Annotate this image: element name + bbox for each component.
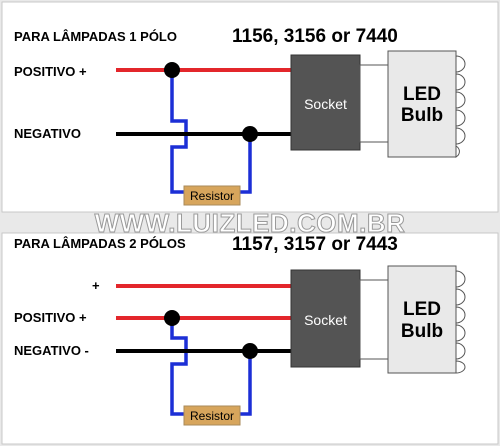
led-nub (455, 324, 466, 342)
panel-bottom-codes: 1157, 3157 or 7443 (232, 234, 398, 255)
socket-label: Socket (304, 312, 347, 328)
resistor-wire-left (170, 318, 188, 416)
panel-top-codes: 1156, 3156 or 7440 (232, 26, 398, 47)
bulb-base (359, 64, 389, 143)
led-nubs (455, 270, 466, 374)
wire-label-plus: + (92, 278, 100, 293)
resistor-body (183, 405, 241, 426)
resistor-label: Resistor (190, 409, 234, 423)
junction-dot (242, 343, 258, 359)
led-bulb (387, 265, 457, 374)
wire-label-positive: POSITIVO + (14, 64, 87, 79)
wire-label-negative: NEGATIVO (14, 126, 81, 141)
resistor-body (183, 185, 241, 206)
led-nub (455, 127, 466, 145)
junction-dot (242, 126, 258, 142)
led-nub (455, 55, 466, 73)
led-nub (455, 342, 466, 360)
led-nub (455, 270, 466, 288)
junction-dot (164, 310, 180, 326)
socket (290, 54, 361, 151)
bulb-label-bulb: Bulb (401, 105, 443, 126)
socket (290, 269, 361, 368)
bulb-base (359, 279, 389, 360)
bulb-label-bulb: Bulb (401, 321, 443, 342)
resistor-wire-left (170, 70, 188, 194)
junction-dot (164, 62, 180, 78)
wire-label-negative: NEGATIVO - (14, 343, 89, 358)
led-nubs (455, 55, 466, 158)
led-nub (455, 145, 460, 158)
led-nub (455, 288, 466, 306)
led-bulb (387, 50, 457, 158)
bulb-label-led: LED (403, 84, 441, 105)
panel-top: PARA LÂMPADAS 1 PÓLO 1156, 3156 or 7440 … (1, 1, 499, 213)
panel-bottom-title: PARA LÂMPADAS 2 PÓLOS (14, 236, 186, 251)
socket-label: Socket (304, 96, 347, 112)
led-nub (455, 306, 466, 324)
led-nub (455, 360, 466, 374)
wire-label-positive: POSITIVO + (14, 310, 87, 325)
bulb-label-led: LED (403, 299, 441, 320)
panel-bottom: PARA LÂMPADAS 2 PÓLOS 1157, 3157 or 7443… (1, 232, 499, 445)
resistor-wire-right (238, 134, 252, 194)
resistor-wire-right (238, 351, 252, 416)
led-nub (455, 73, 466, 91)
led-nub (455, 91, 466, 109)
led-nub (455, 109, 466, 127)
panel-top-title: PARA LÂMPADAS 1 PÓLO (14, 29, 177, 44)
resistor-label: Resistor (190, 189, 234, 203)
